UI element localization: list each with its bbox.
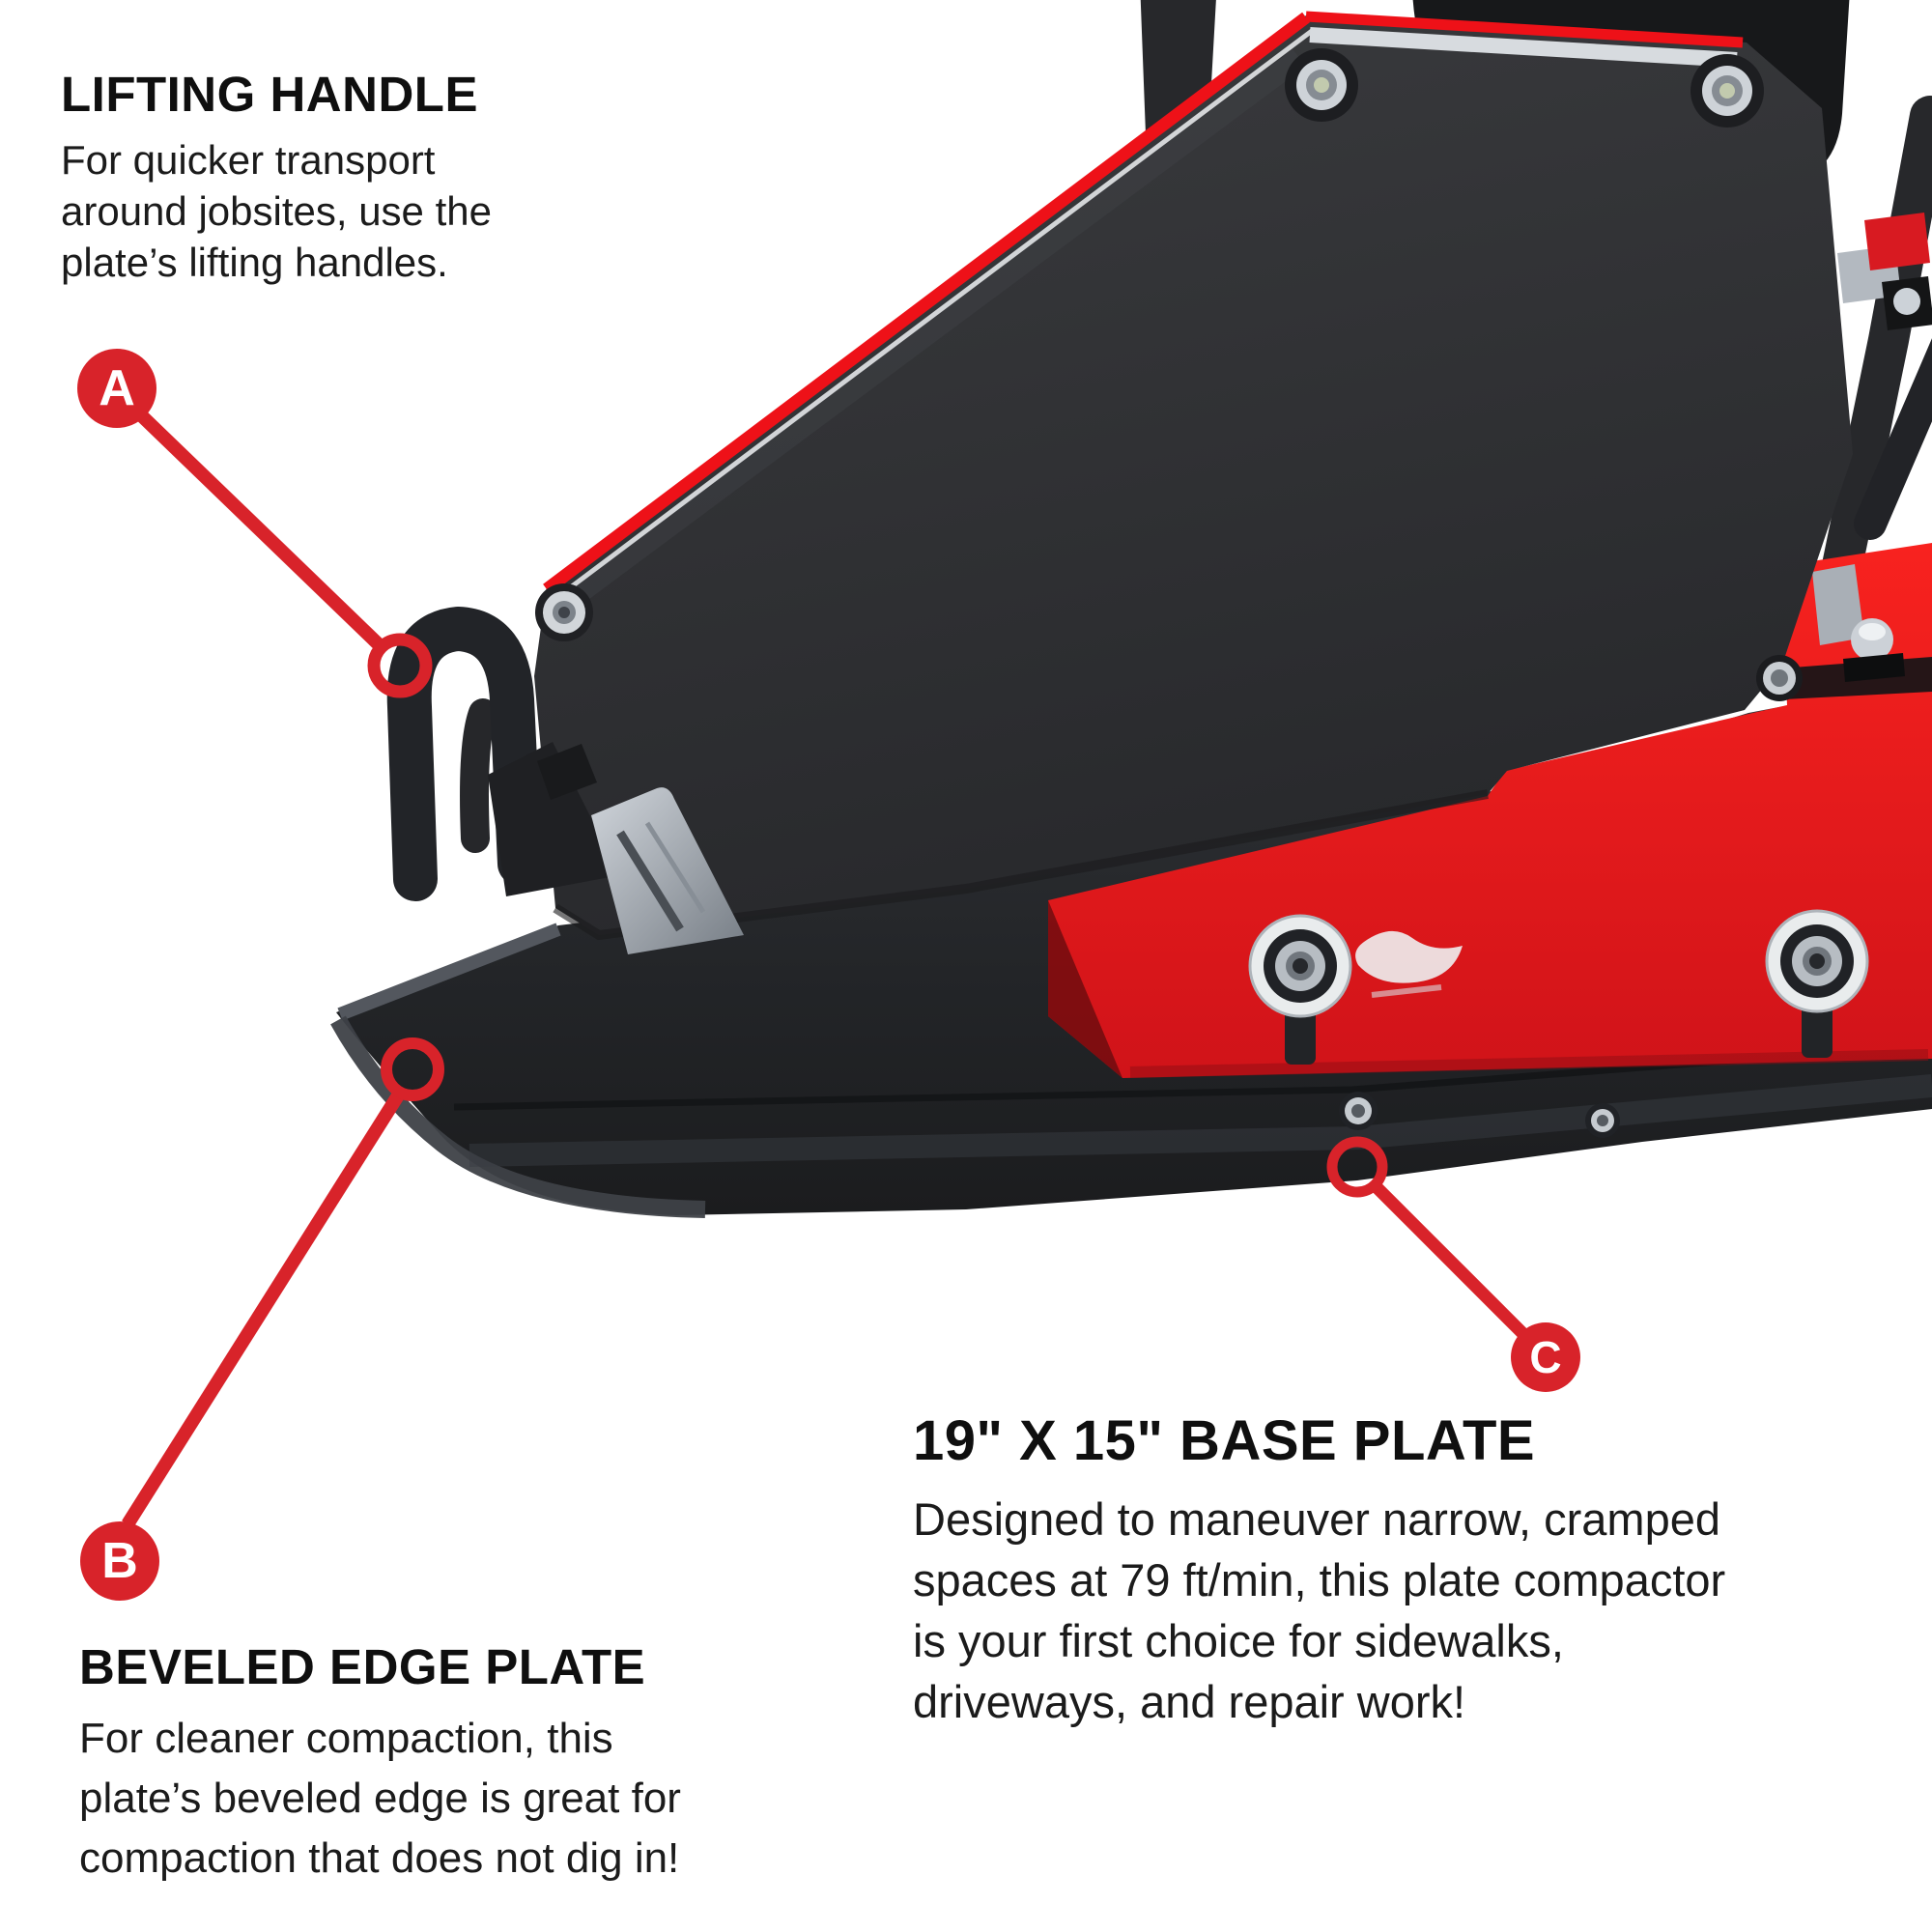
belt-cover: [534, 15, 1853, 935]
leader-line-b: [122, 1089, 406, 1528]
base-plate-bevel-edge: [337, 923, 561, 1021]
annotations: [122, 404, 1537, 1528]
lifting-handle-loop: [386, 607, 542, 901]
callout-beveled-edge-body: For cleaner compaction, this plate’s bev…: [79, 1715, 681, 1882]
belt-cover-bottom-shadow: [553, 789, 1489, 941]
mount-bracket-dark: [488, 742, 620, 896]
callout-lifting-handle: LIFTING HANDLE For quicker transport aro…: [61, 66, 660, 288]
callout-beveled-edge-title: BEVELED EDGE PLATE: [79, 1639, 646, 1694]
cover-bolt-bottom-right: [1756, 655, 1803, 701]
shock-mount-left: [1248, 914, 1352, 1065]
cover-bolt-top-left: [1285, 48, 1358, 122]
handlebar-strut-right: [1854, 338, 1932, 540]
cover-bolt-top-right: [1690, 54, 1764, 128]
marker-badge-b: B: [80, 1521, 159, 1601]
cover-stripe-red-top: [1305, 11, 1744, 48]
machine-photo: [330, 0, 1932, 1218]
band-bolt-1: [1339, 1092, 1378, 1130]
marker-badge-a: A: [77, 349, 156, 428]
ring-c: [1326, 1136, 1388, 1198]
exciter-bottom-streak: [1129, 1049, 1929, 1078]
callout-lifting-handle-title: LIFTING HANDLE: [61, 67, 478, 122]
callout-lifting-handle-body: For quicker transport around jobsites, u…: [61, 137, 492, 285]
callout-base-plate-body: Designed to maneuver narrow, cramped spa…: [913, 1493, 1726, 1727]
leader-line-a: [130, 404, 389, 656]
band-bolt-2: [1585, 1103, 1620, 1138]
silver-wedge-slash-2: [644, 821, 706, 914]
exciter-shadow-left: [1048, 900, 1122, 1078]
cover-stripe-red-diagonal: [543, 12, 1310, 595]
cover-top-silver-band: [1309, 27, 1738, 68]
leader-line-c: [1371, 1181, 1537, 1348]
belt-cover-inner-highlight: [558, 49, 1306, 612]
shock-mount-right: [1765, 909, 1869, 1058]
callout-base-plate: 19" X 15" BASE PLATE Designed to maneuve…: [913, 1408, 1898, 1732]
base-plate-front-curve: [330, 1015, 706, 1218]
mount-bracket-tooth: [537, 744, 597, 800]
lifting-handle-rear-leg: [460, 698, 497, 853]
callout-base-plate-title: 19" X 15" BASE PLATE: [913, 1409, 1536, 1472]
engine-bolt-base: [1843, 653, 1905, 682]
ring-a: [367, 633, 433, 698]
silver-wedge-slash-1: [616, 830, 684, 932]
engine-red-fragment: [1864, 213, 1930, 270]
ring-b: [381, 1037, 444, 1101]
handlebar-tube-right: [1817, 96, 1932, 610]
silver-wedge-bracket: [591, 787, 744, 954]
cover-bolt-left-corner: [535, 583, 593, 641]
engine-chrome-dome: [1893, 288, 1920, 315]
engine-silver-bracket: [1812, 564, 1864, 645]
callout-beveled-edge: BEVELED EDGE PLATE For cleaner compactio…: [79, 1638, 736, 1889]
engine-chrome-bolt-glint: [1859, 623, 1886, 640]
marker-badge-c: C: [1511, 1322, 1580, 1392]
paint-scratch: [1355, 930, 1463, 983]
paint-scratch-streak: [1371, 984, 1442, 998]
cover-stripe-white-diagonal: [558, 29, 1314, 597]
